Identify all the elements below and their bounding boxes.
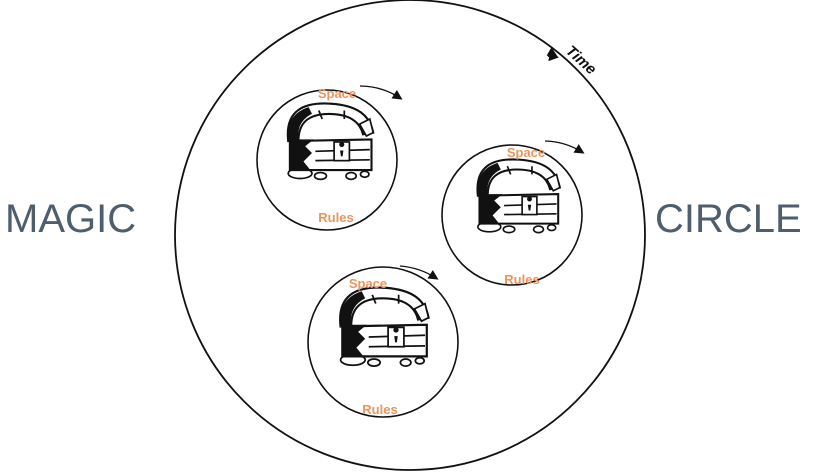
- inner-circle-1: Space Rules: [256, 85, 403, 231]
- inner-circle-2-arrow: [544, 140, 585, 154]
- inner-circle-1-rules-label: Rules: [318, 210, 353, 225]
- treasure-chest-icon: [339, 286, 430, 368]
- inner-circle-3-rules-label: Rules: [362, 402, 397, 417]
- magic-word: MAGIC: [5, 197, 136, 241]
- inner-circle-1-space-label: Space: [318, 86, 356, 101]
- outer-circle: [174, 0, 646, 471]
- time-arrow-segment: [547, 51, 559, 62]
- inner-circle-3-arrow: [399, 265, 439, 280]
- inner-circle-1-arrow: [359, 85, 403, 100]
- treasure-chest-icon: [286, 102, 375, 181]
- inner-circle-3: Space Rules: [307, 265, 459, 418]
- circle-word: CIRCLE: [655, 197, 802, 241]
- inner-circle-3-space-label: Space: [349, 276, 387, 291]
- inner-circle-2: Space Rules: [441, 140, 585, 287]
- treasure-chest-icon: [476, 158, 561, 234]
- inner-circle-2-rules-label: Rules: [504, 272, 539, 287]
- time-arrow: [546, 47, 558, 57]
- inner-circle-2-space-label: Space: [507, 145, 545, 160]
